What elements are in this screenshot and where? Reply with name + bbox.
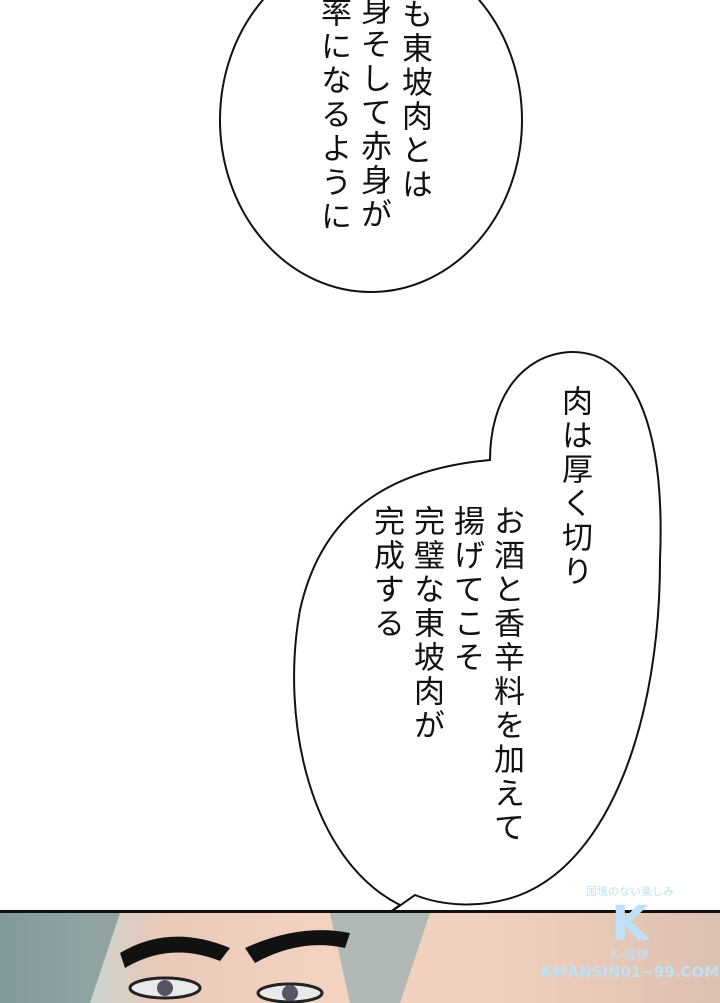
bubble-main-text-col-2: お酒と香辛料を加えて [488,505,524,845]
bubble-main-text-col-4: 完璧な東坡肉が [408,505,444,743]
bubble-top-text-col-3: 率になるように [315,0,351,234]
watermark-k-logo: K [611,895,649,952]
watermark-logo: 国境のない楽しみ K K-漫神 KMANSIN01~99.COM [540,885,720,981]
bubble-main-text-col-3: 揚げてこそ [448,505,484,675]
speech-bubble-top [219,0,523,293]
watermark-brand: K-漫神 [611,948,649,964]
bubble-top-text-col-1: も東坡肉とは [396,0,432,202]
bubble-top-text-col-2: 身そして赤身が [355,0,391,232]
watermark-site: KMANSIN01~99.COM [540,962,720,981]
speech-bubble-main [293,350,662,931]
bubble-main-text-col-5: 完成する [368,505,404,641]
watermark-tagline: 国境のない楽しみ [586,885,674,898]
character-face-illustration [0,913,430,1003]
character-face-panel [0,910,720,1003]
bubble-main-text-col-1: 肉は厚く切り [556,385,592,589]
